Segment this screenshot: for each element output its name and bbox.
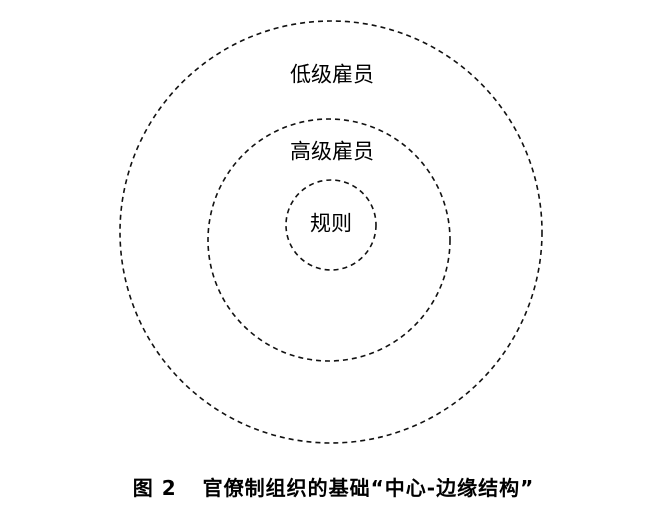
middle-ring-label: 高级雇员 — [290, 140, 374, 164]
figure-number: 图 2 — [132, 476, 177, 500]
inner-ring — [285, 179, 377, 271]
outer-ring-label: 低级雇员 — [290, 63, 374, 87]
figure-caption-text: 官僚制组织的基础“中心-边缘结构” — [202, 476, 535, 500]
inner-ring-label: 规则 — [310, 212, 352, 236]
middle-ring — [207, 118, 451, 362]
concentric-rings-diagram: 低级雇员 高级雇员 规则 — [119, 20, 543, 444]
figure-caption: 图 2 官僚制组织的基础“中心-边缘结构” — [0, 470, 667, 506]
outer-ring — [119, 20, 543, 444]
